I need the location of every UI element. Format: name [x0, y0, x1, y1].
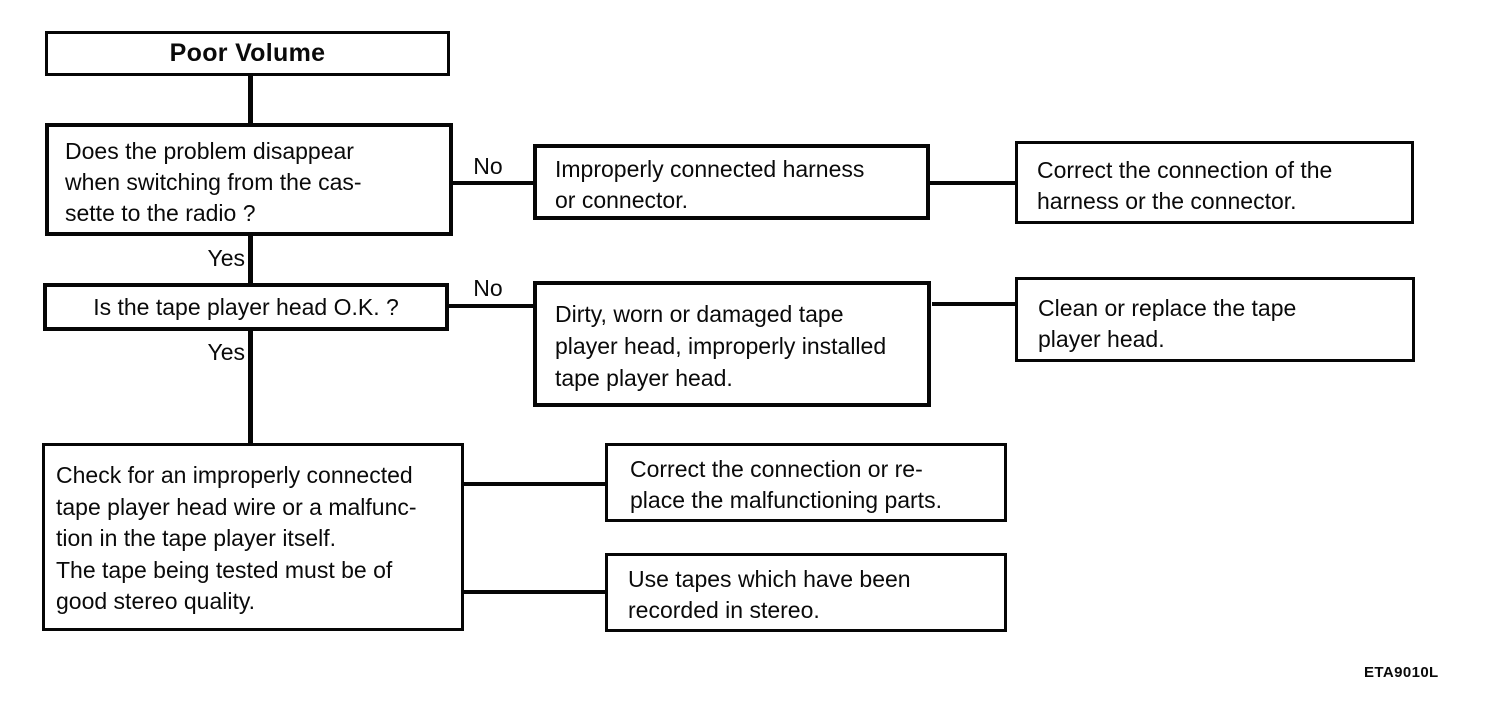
branch-label-yes-1: Yes — [207, 245, 245, 271]
check-tape-player-wiring: Check for an improperly connected tape p… — [42, 443, 464, 631]
connector-start-to-question1 — [248, 76, 253, 123]
connector-cause1-to-action1 — [929, 181, 1015, 185]
connector-question2-to-cause2 — [448, 304, 533, 308]
branch-label-yes-2: Yes — [207, 339, 245, 365]
connector-check-to-action4 — [463, 590, 605, 594]
start-node-poor-volume: Poor Volume — [45, 31, 450, 76]
action-use-stereo-tapes: Use tapes which have been recorded in st… — [605, 553, 1007, 632]
action-correct-harness: Correct the connection of the harness or… — [1015, 141, 1414, 224]
question-cassette-radio: Does the problem disappear when switchin… — [45, 123, 453, 236]
action-correct-parts: Correct the connection or re- place the … — [605, 443, 1007, 522]
branch-label-no-1: No — [473, 153, 503, 179]
branch-label-no-2: No — [473, 275, 503, 301]
action-clean-head: Clean or replace the tape player head. — [1015, 277, 1415, 362]
connector-question1-to-question2 — [248, 236, 253, 283]
cause-tape-head: Dirty, worn or damaged tape player head,… — [533, 281, 931, 407]
cause-harness-connector: Improperly connected harness or connecto… — [533, 144, 930, 220]
connector-check-to-action3 — [463, 482, 605, 486]
figure-code: ETA9010L — [1364, 664, 1439, 681]
connector-cause2-to-action2 — [932, 302, 1015, 306]
connector-question1-to-cause1 — [452, 181, 533, 185]
question-tape-head: Is the tape player head O.K. ? — [43, 283, 449, 331]
connector-question2-to-check — [248, 331, 253, 443]
